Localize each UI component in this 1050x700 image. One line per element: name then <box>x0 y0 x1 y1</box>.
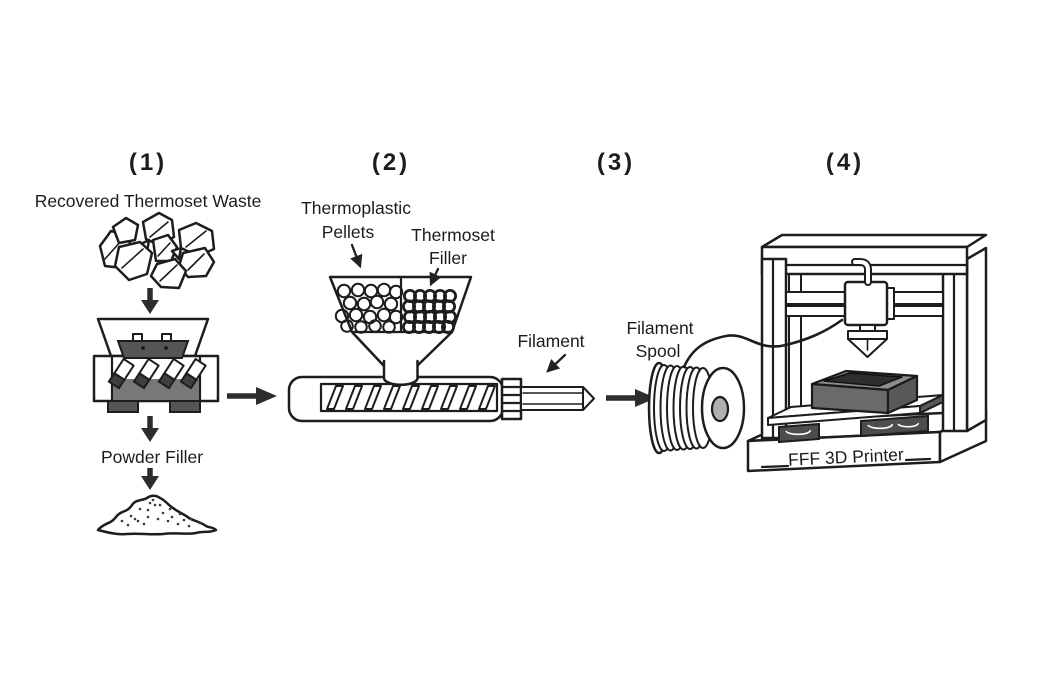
extruder-nozzle <box>520 386 595 411</box>
spool-hub <box>710 395 730 423</box>
hopper-neck <box>382 359 419 387</box>
flow-arrow-label-to-pile <box>141 468 159 490</box>
flow-arrow-step1-to-step2 <box>227 387 277 405</box>
powder-stipple <box>120 498 202 528</box>
thermoset-filler-label-line2: Filler <box>429 248 467 268</box>
thermoplastic-pellets-dots <box>334 282 404 334</box>
filament-spool-label-line1: Filament <box>626 318 693 338</box>
thermoset-filler-label-line1: Thermoset <box>411 225 495 245</box>
print-head <box>843 258 895 358</box>
filament-strand <box>682 318 844 369</box>
filament-spool-label-line2: Spool <box>636 341 681 361</box>
shredder-blades <box>107 357 207 390</box>
thermoset-filler-dots <box>401 288 457 334</box>
filament-spool-illustration <box>647 361 746 455</box>
thermoplastic-pellets-label-line1: Thermoplastic <box>301 198 411 218</box>
thermoset-waste-chunks-illustration <box>98 211 216 290</box>
flow-arrow-step2-to-step3 <box>606 389 656 407</box>
powder-pile-illustration <box>96 494 218 536</box>
flow-arrow-waste-to-shredder <box>141 288 159 314</box>
bed-carriage-right <box>860 414 929 438</box>
step1-number: (1) <box>129 149 167 176</box>
printed-box-object <box>810 369 919 415</box>
step-2-extrusion <box>287 243 595 423</box>
filament-label: Filament <box>517 331 584 351</box>
step3-number: (3) <box>597 149 635 176</box>
recovered-thermoset-waste-label: Recovered Thermoset Waste <box>35 191 262 211</box>
fff-3d-printer-illustration <box>746 233 988 473</box>
bed-carriage-left <box>778 422 820 444</box>
powder-filler-label: Powder Filler <box>101 447 203 467</box>
fff-3d-printer-label: FFF 3D Printer <box>788 444 905 469</box>
thermoplastic-pellets-label-line2: Pellets <box>322 222 375 242</box>
extruder-collar <box>500 377 523 421</box>
shredder-machine-illustration <box>92 317 220 413</box>
step2-number: (2) <box>372 149 410 176</box>
extruder-illustration <box>287 359 595 423</box>
nozzle <box>847 324 888 358</box>
extruder-screw <box>326 385 496 410</box>
step4-number: (4) <box>826 149 864 176</box>
hopper-illustration <box>328 275 473 368</box>
flow-arrow-shredder-to-label <box>141 416 159 442</box>
step-1-grinding <box>92 211 220 536</box>
label-arrows-step2 <box>350 243 567 373</box>
